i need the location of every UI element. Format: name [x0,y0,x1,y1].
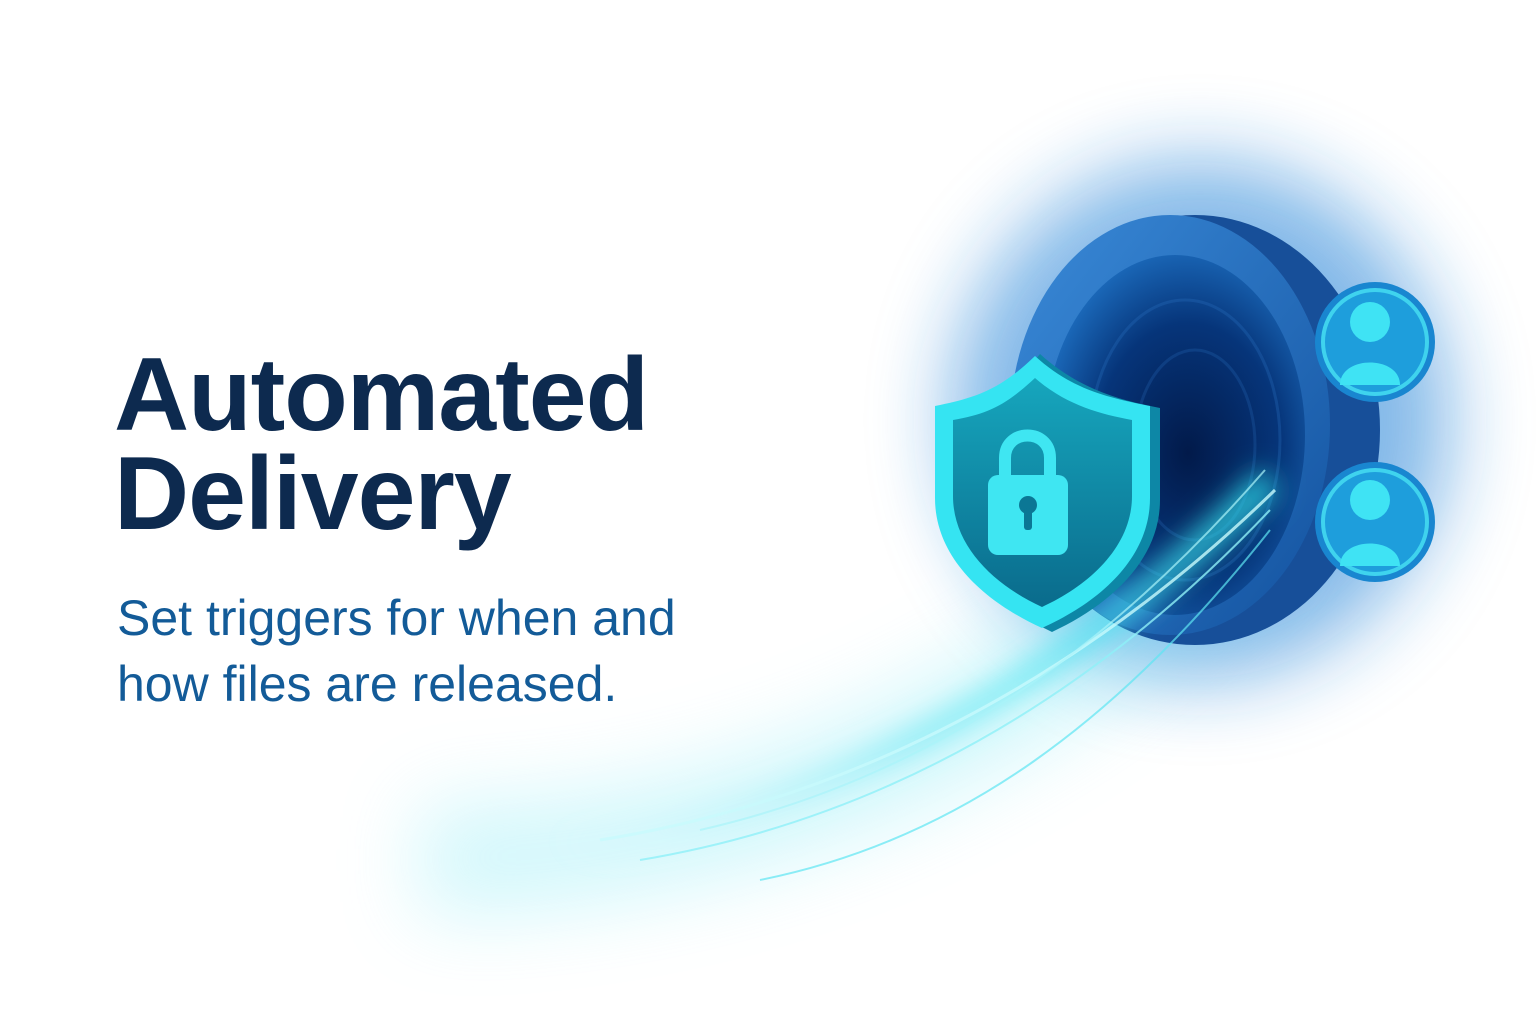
user-icon [1315,282,1435,402]
hero-subtitle-line-2: how files are released. [117,656,618,712]
hero-subtitle: Set triggers for when and how files are … [117,585,676,717]
shield-lock-icon [935,354,1160,632]
hero-title-line-1: Automated [114,337,649,453]
data-stream [558,469,1280,881]
hero-subtitle-line-1: Set triggers for when and [117,590,676,646]
hero-title: Automated Delivery [114,337,649,552]
hero-title-line-2: Delivery [114,436,512,552]
user-icon [1315,462,1435,582]
